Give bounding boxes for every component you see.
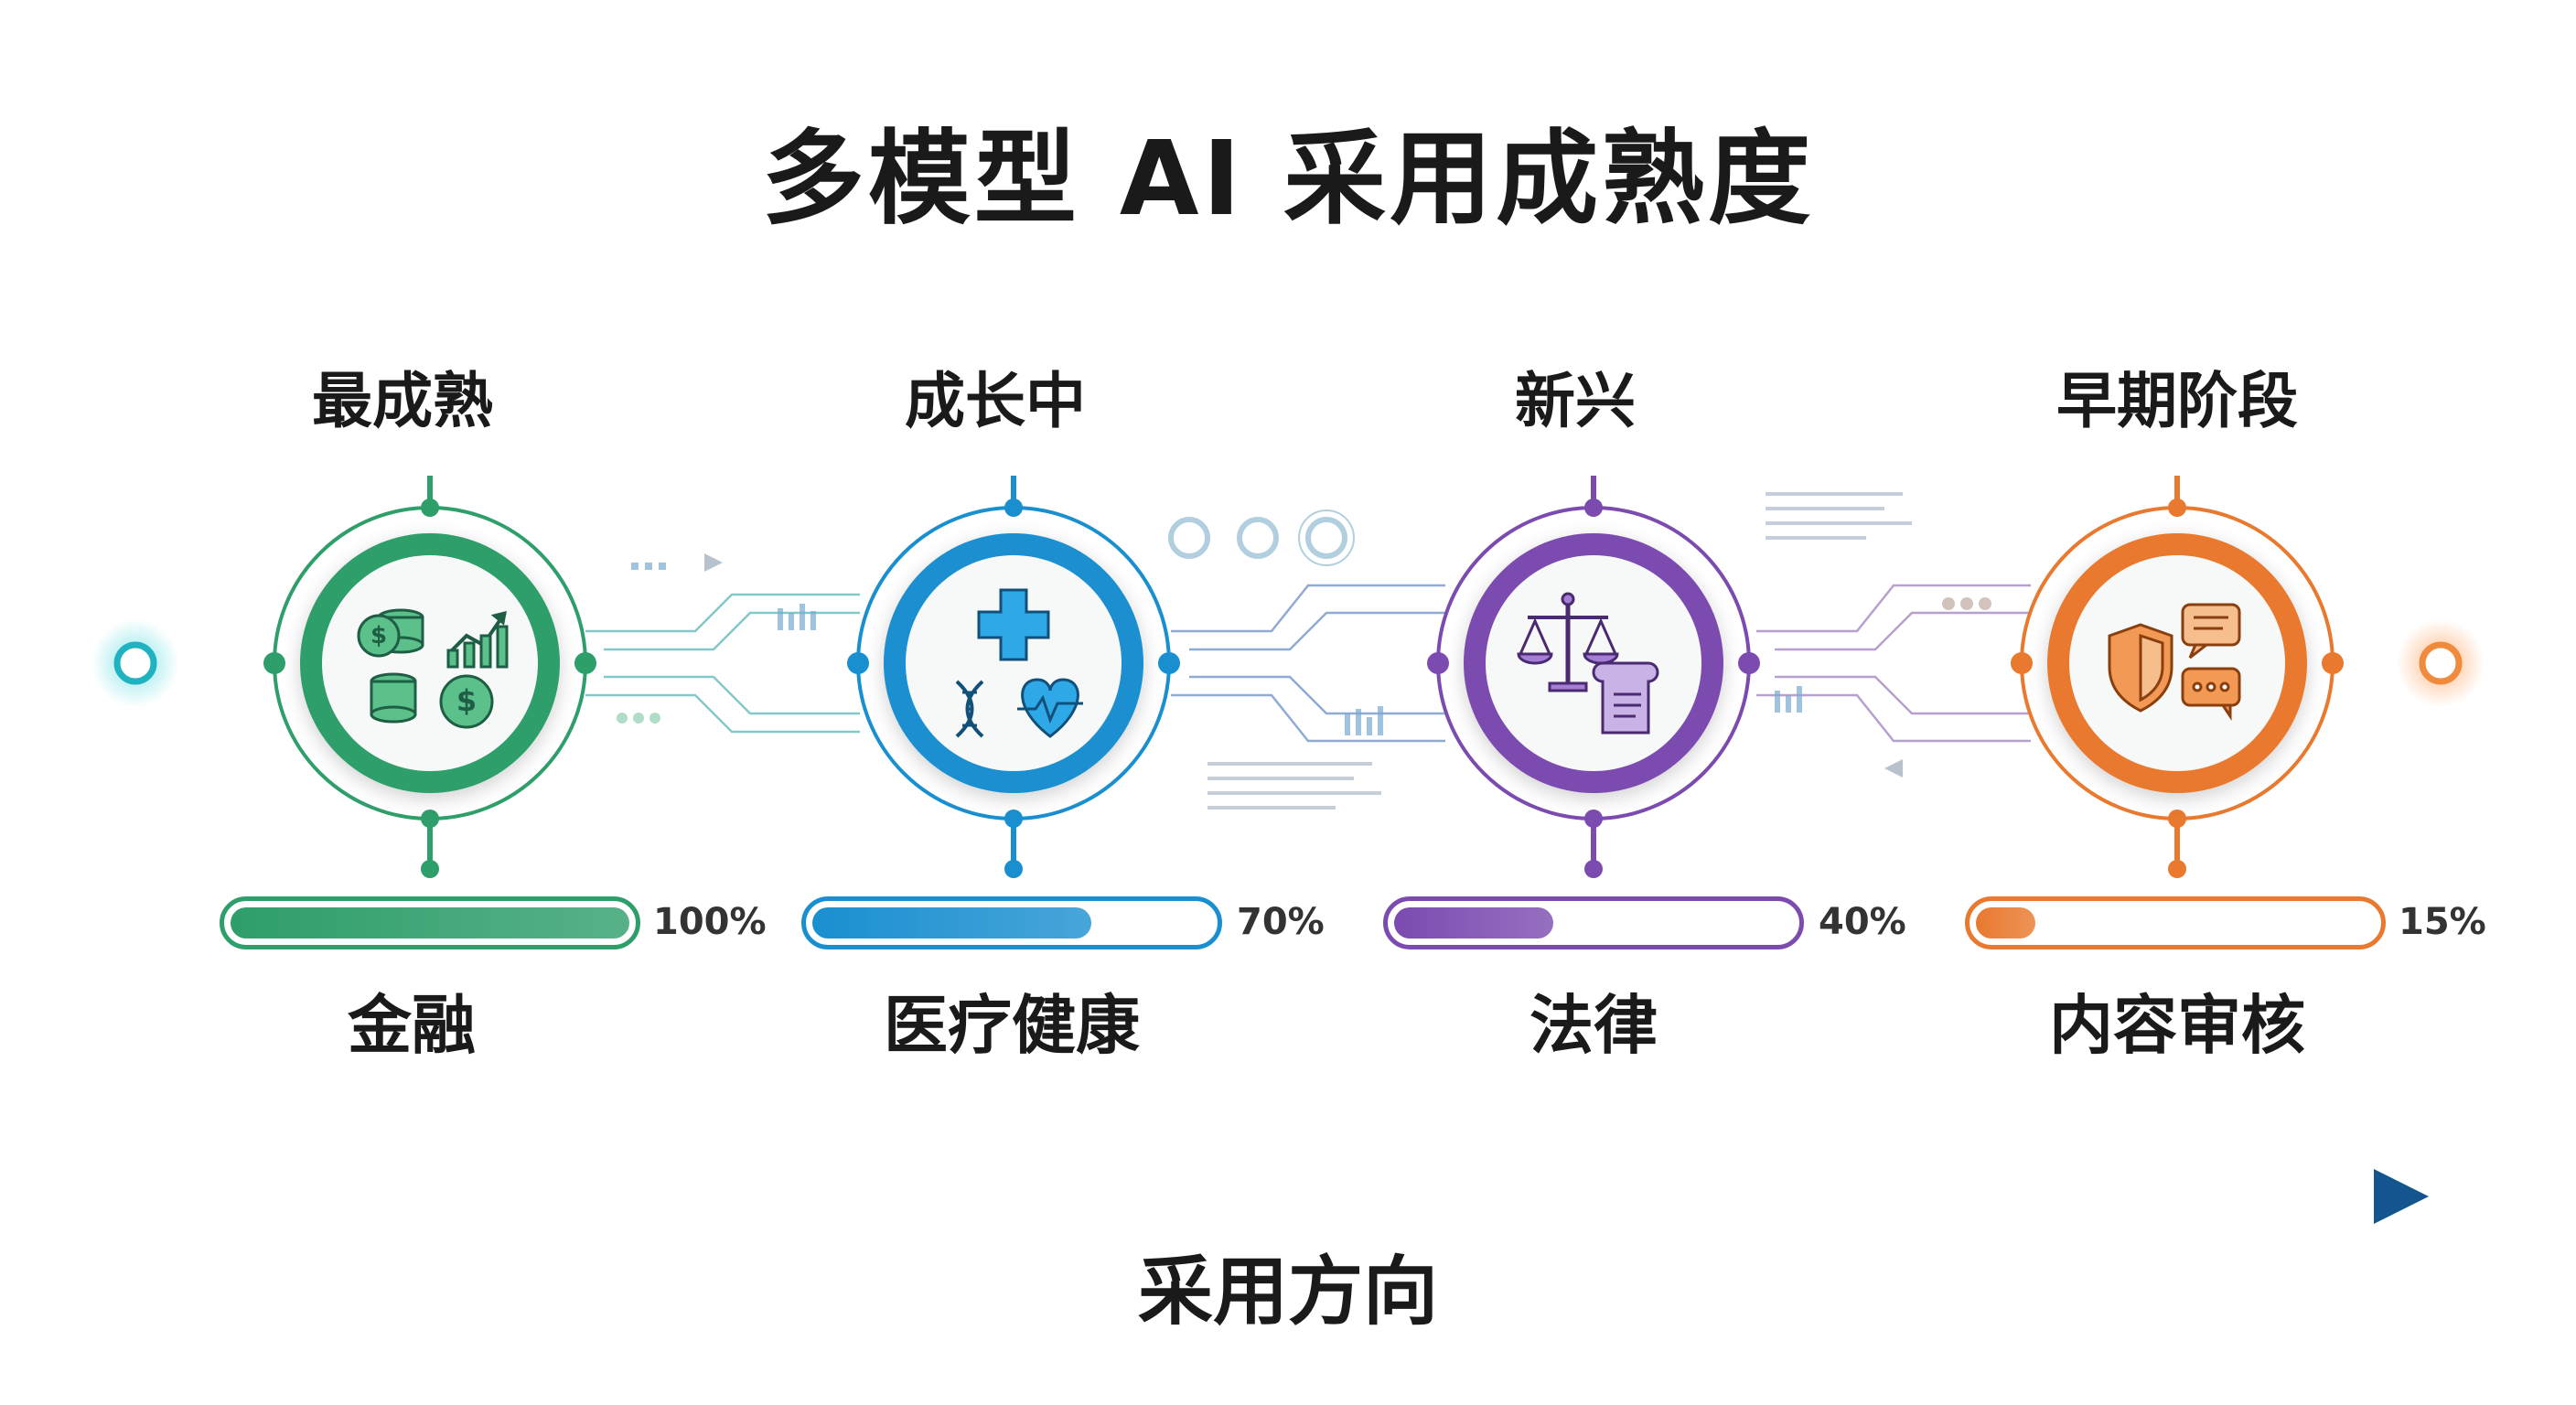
stage-label-growing: 成长中 — [905, 366, 1086, 436]
domain-label-finance: 金融 — [348, 988, 476, 1063]
axis-label: 采用方向 — [1137, 1249, 1438, 1335]
stage-label-early: 早期阶段 — [2056, 366, 2298, 436]
legal-icon — [1517, 592, 1659, 735]
percent-label: 40% — [1819, 901, 1906, 943]
end-node — [2397, 619, 2485, 707]
ring-decorations — [1168, 509, 1355, 566]
progress-fill — [1394, 907, 1554, 938]
text-line-decorations — [1208, 492, 1912, 810]
svg-text:$: $ — [456, 683, 477, 718]
domain-label-content-moderation: 内容审核 — [2049, 988, 2305, 1063]
progress-fill — [812, 907, 1092, 938]
circuit-dots — [617, 553, 1991, 778]
progress-bar-healthcare — [801, 896, 1222, 949]
percent-label: 100% — [653, 901, 767, 943]
progress-fill — [231, 907, 629, 938]
percent-label: 70% — [1237, 901, 1325, 943]
stage-node-healthcare — [847, 476, 1180, 878]
finance-icon: $ $ — [357, 608, 509, 729]
page-title: 多模型 AI 采用成熟度 — [761, 120, 1815, 239]
stage-label-mature: 最成熟 — [312, 366, 493, 436]
domain-label-healthcare: 医疗健康 — [884, 988, 1140, 1063]
progress-fill — [1976, 907, 2036, 938]
stage-node-legal — [1427, 476, 1760, 878]
start-node — [91, 619, 179, 707]
percent-label: 15% — [2399, 901, 2486, 943]
adoption-direction-arrow — [145, 1169, 2429, 1224]
stage-node-content-moderation — [2011, 476, 2344, 878]
svg-text:$: $ — [370, 622, 387, 649]
progress-bar-finance — [220, 896, 640, 949]
progress-bar-legal — [1383, 896, 1804, 949]
domain-label-legal: 法律 — [1530, 988, 1658, 1063]
content-moderation-icon — [2108, 603, 2241, 721]
progress-bar-content-moderation — [1965, 896, 2386, 949]
healthcare-icon — [955, 588, 1083, 738]
stage-node-finance: $ $ — [263, 476, 596, 878]
stage-label-emerging: 新兴 — [1515, 366, 1636, 436]
circuit-lines — [585, 584, 2031, 743]
